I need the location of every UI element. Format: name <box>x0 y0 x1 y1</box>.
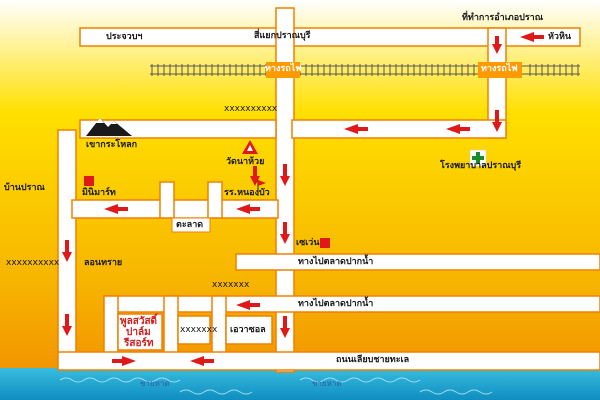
arrow-down-left-2 <box>62 314 72 336</box>
label-x-left: xxxxxxxxxx <box>6 258 60 268</box>
road-inner-vert-2 <box>163 295 179 357</box>
label-huahin: หัวหิน <box>548 32 572 42</box>
arrow-left-mini-2 <box>236 204 260 214</box>
label-prachuap: ประจวบฯ <box>106 32 143 42</box>
label-sea-right: ชายหาด <box>312 379 342 388</box>
arrow-left-market-1 <box>236 300 260 310</box>
label-resort-3: รีสอร์ท <box>124 338 154 349</box>
label-lon-sai: ลอนทราย <box>84 258 123 268</box>
label-hospital: โรงพยาบาลปราณบุรี <box>440 161 522 171</box>
school-flag-icon <box>257 180 266 196</box>
label-x-mid: xxxxxxx <box>212 280 250 290</box>
hospital-icon <box>469 149 487 167</box>
echo-box <box>225 315 273 345</box>
arrow-left-mini-1 <box>104 204 128 214</box>
label-minimart: มินิมาร์ท <box>82 188 116 198</box>
railway-label-right-bg <box>478 62 522 78</box>
label-x-small: xxxxxxx <box>180 325 218 335</box>
label-to-market-2: ทางไปตลาดปากน้ำ <box>298 299 374 309</box>
road-beach <box>57 351 600 371</box>
label-x-top: xxxxxxxxxx <box>224 104 278 114</box>
label-resort-1: พูลสวัสดิ์ <box>120 316 158 327</box>
roads <box>57 7 600 373</box>
label-school: รร.หนองบัว <box>224 188 270 198</box>
arrow-left-hosp-1 <box>446 124 470 134</box>
arrow-down-right-2 <box>492 110 502 132</box>
label-temple: วัดนาห้วย <box>226 157 265 167</box>
label-sea-left: ชายหาด <box>140 379 170 388</box>
arrow-down-main-3 <box>280 316 290 338</box>
sea <box>0 368 600 400</box>
resort-box <box>117 313 163 351</box>
label-mountain: เขากระโหลก <box>86 140 138 150</box>
sea-waves <box>59 377 493 395</box>
label-echo: เอวาซอล <box>230 325 266 335</box>
arrow-left-huahin <box>520 32 544 42</box>
label-railway-right: ทางรถไฟ <box>481 64 518 74</box>
road-small-2 <box>207 181 223 219</box>
road-small-1 <box>159 181 175 219</box>
label-railway-left: ทางรถไฟ <box>265 64 302 74</box>
seven-marker-icon <box>320 238 330 248</box>
arrow-down-right-1 <box>492 36 502 54</box>
market-label-box <box>171 217 211 233</box>
road-inner-vert <box>103 295 119 357</box>
x-box <box>177 315 211 345</box>
temple-icon <box>242 140 258 154</box>
label-to-market-1: ทางไปตลาดปากน้ำ <box>298 257 374 267</box>
road-market-1 <box>235 253 600 271</box>
label-amphoe: ที่ทำการอำเภอปราณ <box>462 13 544 23</box>
arrow-right-beach-1 <box>112 356 136 366</box>
mountain-icon <box>86 118 132 136</box>
label-sayaek: สี่แยกปราณบุรี <box>254 31 311 41</box>
label-market: ตะลาด <box>176 220 204 230</box>
label-resort-2: ปาล์ม <box>126 327 151 338</box>
road-main-vertical <box>275 7 295 373</box>
arrow-down-main-1 <box>280 164 290 186</box>
road-top <box>79 27 581 47</box>
arrow-left-hosp-2 <box>344 124 368 134</box>
label-seven: เซเว่น <box>296 238 320 248</box>
road-to-hospital <box>291 119 507 139</box>
arrow-down-left-1 <box>62 240 72 262</box>
label-beach-road: ถนนเลียบชายทะเล <box>336 355 410 365</box>
label-ban-pran: บ้านปราณ <box>4 183 45 193</box>
minimart-marker-icon <box>84 176 94 186</box>
arrow-down-main-2 <box>280 222 290 244</box>
arrow-left-beach <box>190 356 214 366</box>
railway-label-left-bg <box>266 62 300 78</box>
